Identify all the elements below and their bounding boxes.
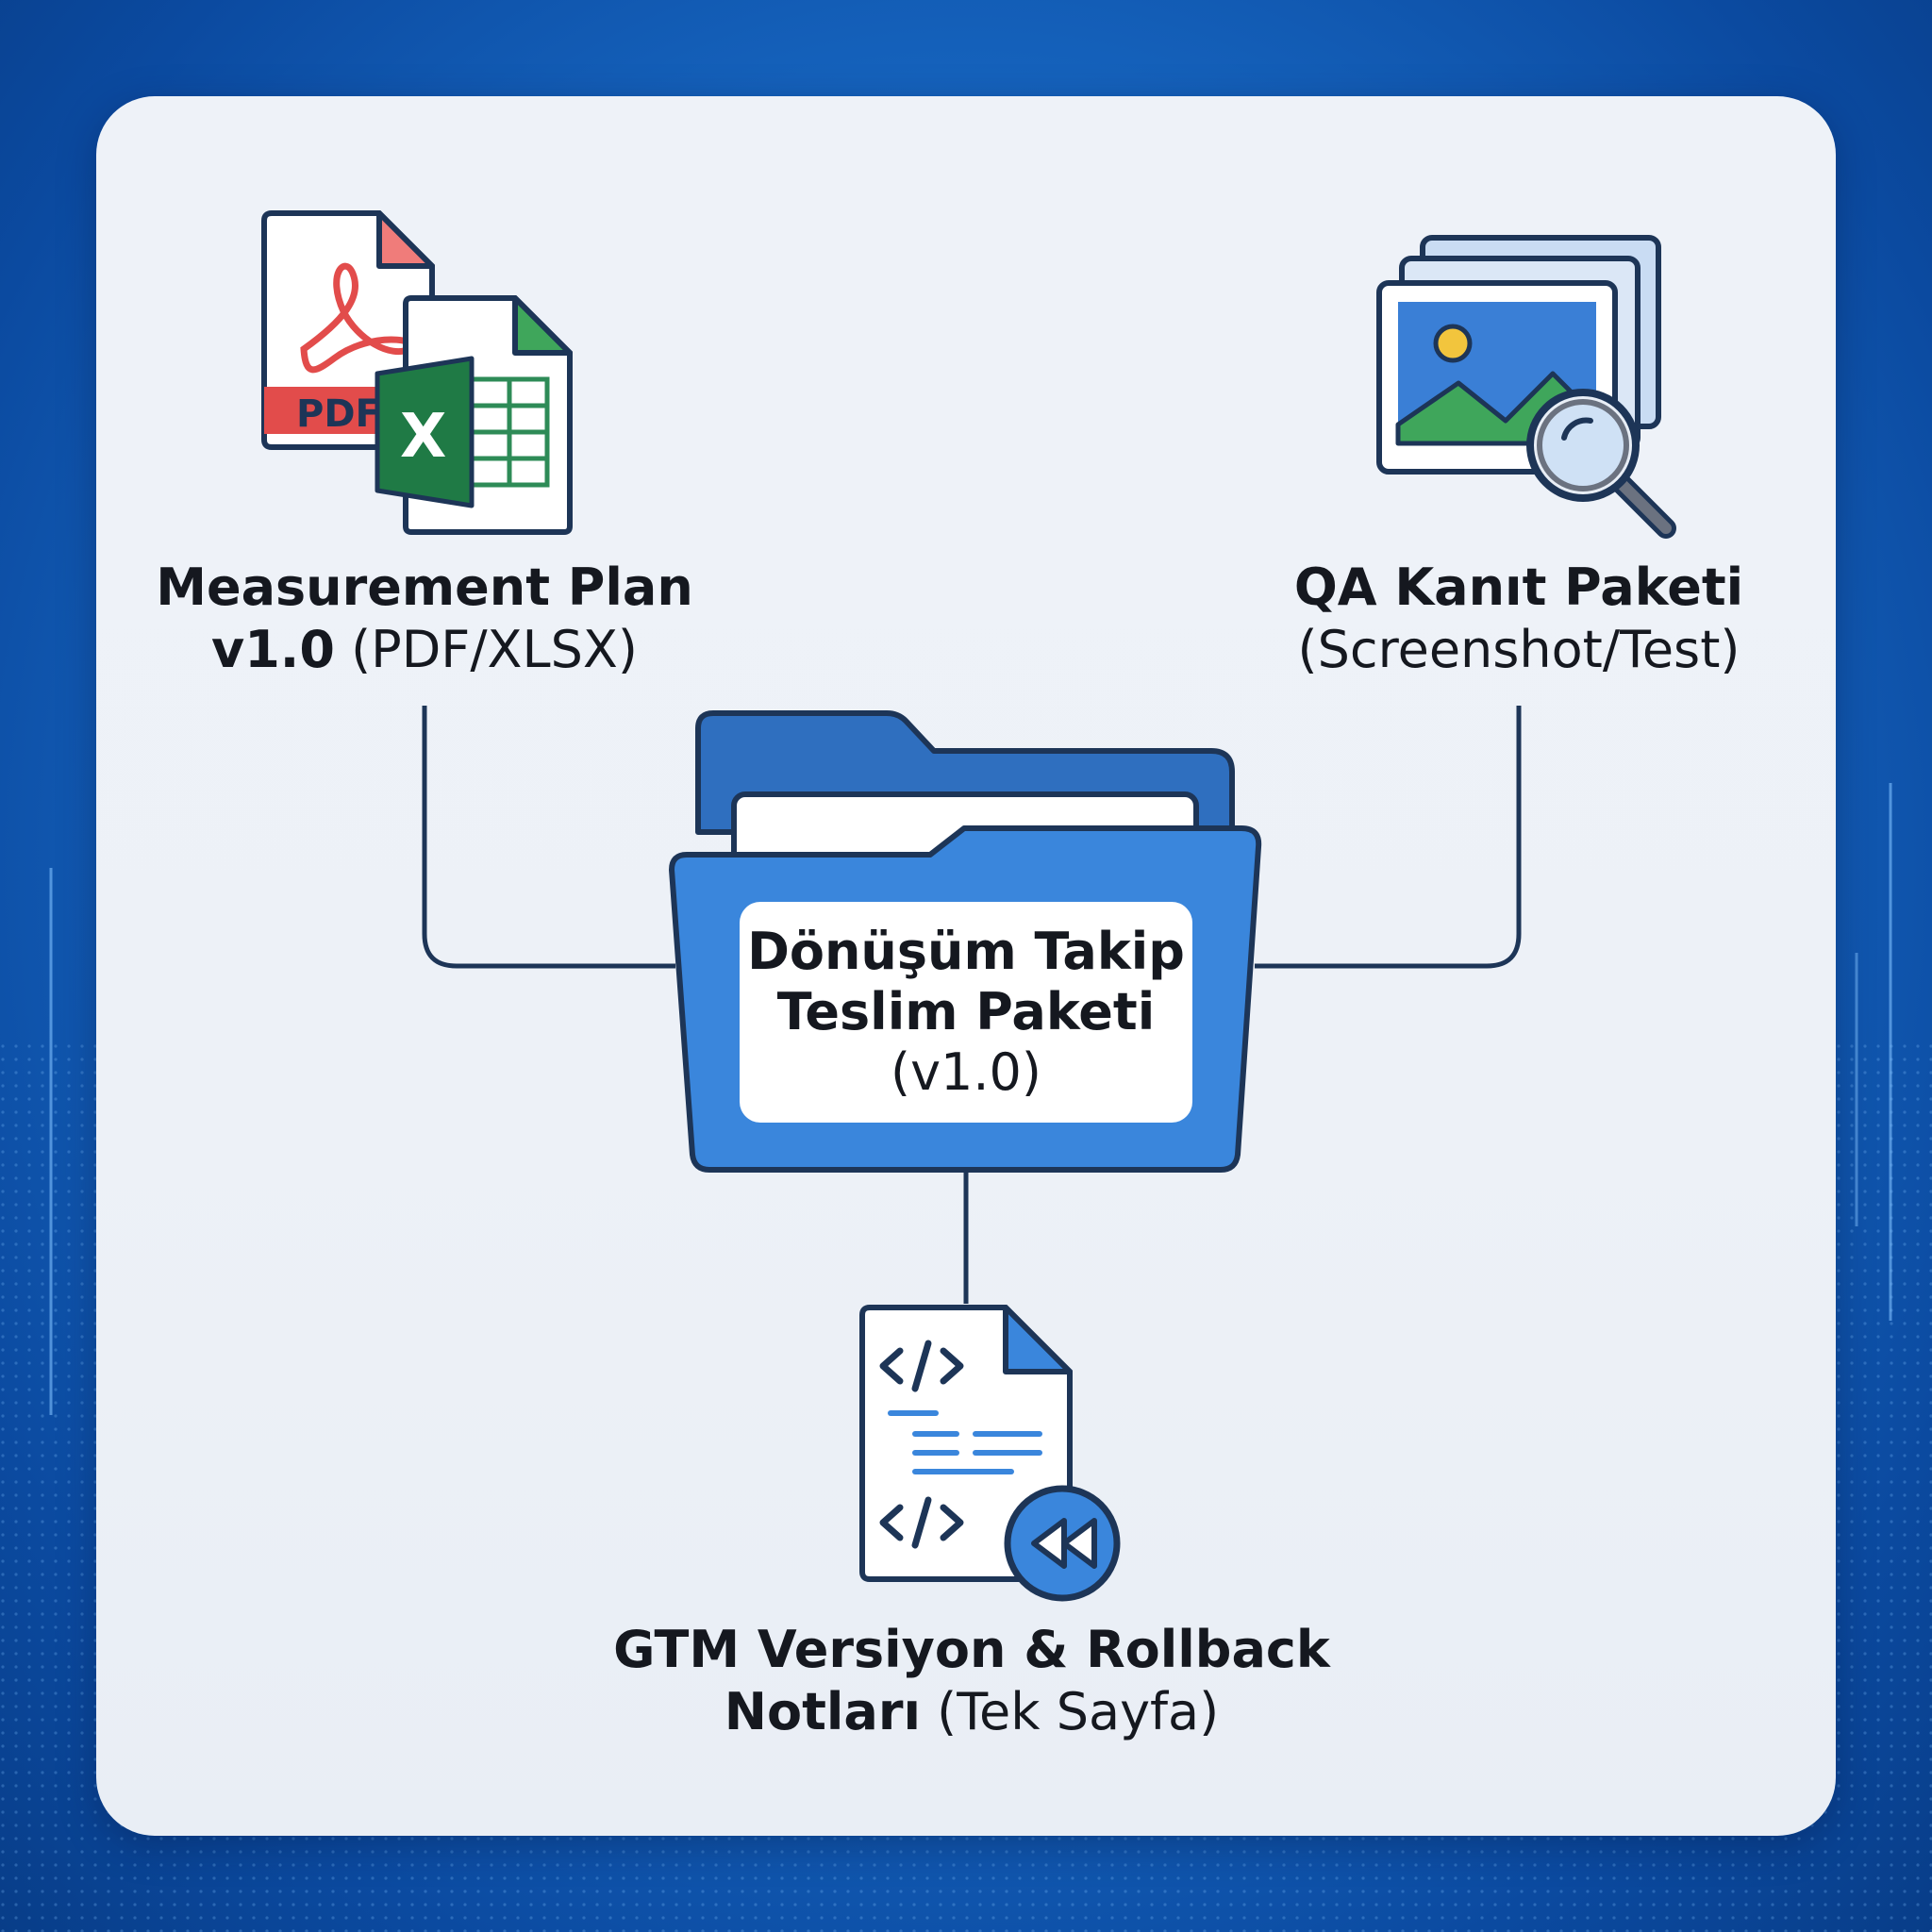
image-stack-icon (1376, 235, 1661, 475)
qa-evidence-label: QA Kanıt Paketi (Screenshot/Test) (1226, 557, 1811, 681)
magnifier-icon (1526, 389, 1676, 539)
svg-text:X: X (400, 402, 446, 472)
measurement-plan-version: v1.0 (211, 620, 335, 679)
svg-text:PDF: PDF (296, 392, 381, 436)
package-title-line1: Dönüşüm Takip (747, 922, 1185, 981)
measurement-plan-formats: (PDF/XLSX) (351, 620, 638, 679)
connector-qa (1255, 706, 1522, 969)
gtm-notes-title-2: Notları (724, 1682, 921, 1741)
qa-evidence-subtitle: (Screenshot/Test) (1297, 620, 1740, 679)
gtm-notes-subtitle: (Tek Sayfa) (937, 1682, 1220, 1741)
measurement-plan-title: Measurement Plan (156, 558, 693, 617)
qa-evidence-title: QA Kanıt Paketi (1293, 558, 1744, 617)
rewind-icon (1004, 1485, 1121, 1602)
package-version: (v1.0) (891, 1042, 1041, 1102)
package-title-card: Dönüşüm Takip Teslim Paketi (v1.0) (740, 902, 1192, 1123)
package-title-line2: Teslim Paketi (776, 982, 1156, 1041)
gtm-notes-label: GTM Versiyon & Rollback Notları (Tek Say… (604, 1619, 1340, 1743)
connector-plan (422, 706, 675, 969)
excel-file-icon: X (375, 295, 573, 535)
measurement-plan-label: Measurement Plan v1.0 (PDF/XLSX) (142, 557, 708, 681)
gtm-notes-title: GTM Versiyon & Rollback (613, 1620, 1330, 1679)
